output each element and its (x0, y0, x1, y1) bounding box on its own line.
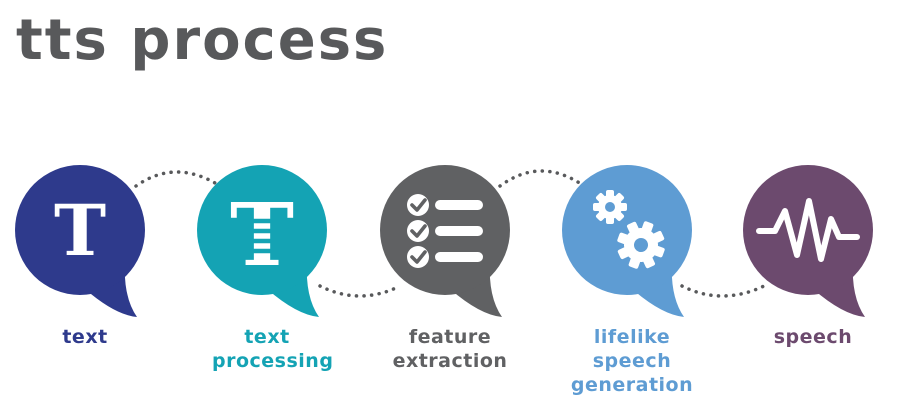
step-speech: speech (733, 165, 893, 350)
step-feature-extraction: feature extraction (370, 165, 530, 374)
step-label: lifelike speech generation (570, 326, 694, 396)
speech-bubble (380, 165, 510, 317)
step-text-processing: T text processing (187, 165, 347, 374)
bubble-circle (562, 165, 692, 295)
speech-bubble (743, 165, 873, 317)
step-label: feature extraction (392, 326, 508, 372)
gears-icon (593, 190, 665, 269)
speech-bubble: T (197, 165, 327, 317)
step-text: T text (5, 165, 165, 350)
t-stripes (235, 218, 289, 254)
bubble-circle (15, 165, 145, 295)
serif-t-icon: T (54, 189, 106, 272)
bubble-circle (743, 165, 873, 295)
page-title: tts process (16, 8, 389, 73)
step-label: text processing (212, 326, 334, 372)
checklist-icon (407, 194, 483, 268)
striped-t-icon: T (230, 185, 294, 286)
waveform-icon (756, 198, 860, 262)
speech-bubble (562, 165, 692, 317)
step-lifelike-speech-generation: lifelike speech generation (552, 165, 712, 397)
step-label: text (62, 326, 108, 348)
svg-text:T: T (230, 185, 294, 286)
step-label: speech (773, 326, 853, 348)
speech-bubble: T (15, 165, 145, 317)
